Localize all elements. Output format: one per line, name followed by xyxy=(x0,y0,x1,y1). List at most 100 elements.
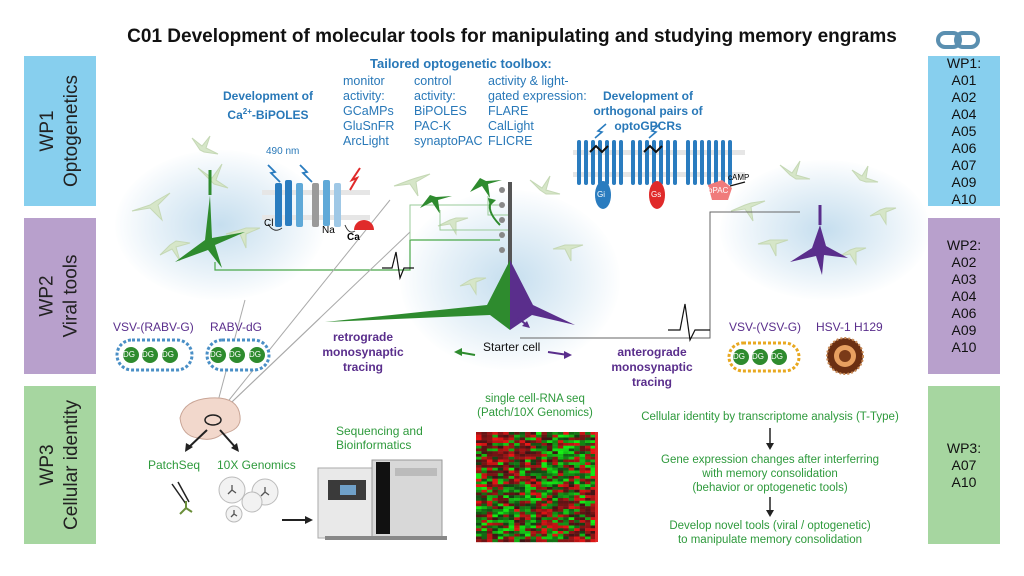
heatmap-cell xyxy=(568,517,575,521)
heatmap-cell xyxy=(574,473,580,477)
heatmap-cell xyxy=(481,476,488,479)
heatmap-cell xyxy=(486,440,493,444)
heatmap-cell xyxy=(541,434,548,438)
heatmap-cell xyxy=(536,454,542,457)
heatmap-cell xyxy=(590,454,597,457)
heatmap-cell xyxy=(552,440,559,444)
heatmap-cell xyxy=(486,467,493,471)
heatmap-cell xyxy=(519,514,526,518)
heatmap-cell xyxy=(497,432,504,435)
heatmap-cell xyxy=(568,440,575,444)
heatmap-cell xyxy=(525,525,531,529)
wavelength-label: 490 nm xyxy=(266,146,300,157)
heatmap-cell xyxy=(536,476,542,479)
heatmap-cell xyxy=(476,440,482,444)
heatmap-cell xyxy=(590,456,597,460)
heatmap-cell xyxy=(519,520,526,523)
heatmap-cell xyxy=(590,528,597,532)
heatmap-cell xyxy=(563,495,569,499)
heatmap-cell xyxy=(481,528,488,532)
heatmap-cell xyxy=(476,536,482,540)
heatmap-cell xyxy=(508,459,515,463)
heatmap-cell xyxy=(574,456,580,460)
heatmap-cell xyxy=(568,451,575,455)
heatmap-cell xyxy=(568,432,575,435)
heatmap-cell xyxy=(536,509,542,512)
heatmap-cell xyxy=(508,487,515,490)
heatmap-cell xyxy=(563,498,569,501)
heatmap-cell xyxy=(557,478,564,482)
heatmap-cell xyxy=(503,489,509,493)
heatmap-cell xyxy=(476,456,482,460)
rabv-dg-label: RABV-dG xyxy=(210,320,263,334)
heatmap-cell xyxy=(519,432,526,435)
heatmap-cell xyxy=(525,531,531,534)
heatmap-cell xyxy=(536,503,542,507)
heatmap-cell xyxy=(486,445,493,449)
heatmap-cell xyxy=(536,531,542,534)
heatmap-cell xyxy=(486,539,493,543)
heatmap-cell xyxy=(497,448,504,452)
wp3-item: A07 xyxy=(951,456,977,473)
heatmap-cell xyxy=(585,448,591,452)
heatmap-cell xyxy=(541,445,548,449)
heatmap-cell xyxy=(579,445,586,449)
heatmap-cell xyxy=(486,465,493,468)
heatmap-cell xyxy=(486,522,493,526)
heatmap-cell xyxy=(590,492,597,496)
heatmap-cell xyxy=(476,517,482,521)
heatmap-cell xyxy=(492,454,499,457)
heatmap-cell xyxy=(574,484,580,488)
heatmap-cell xyxy=(590,476,597,479)
vsv-vsvg-label: VSV-(VSV-G) xyxy=(729,320,802,334)
heatmap-cell xyxy=(541,500,548,504)
heatmap-cell xyxy=(530,473,537,477)
heatmap-cell xyxy=(552,498,559,501)
heatmap-cell xyxy=(557,440,564,444)
heatmap-cell xyxy=(585,528,591,532)
heatmap-cell xyxy=(486,451,493,455)
heatmap-cell xyxy=(530,465,537,468)
heatmap-cell xyxy=(579,514,586,518)
wp1-item: A01 xyxy=(951,71,977,88)
heatmap-cell xyxy=(552,481,559,485)
heatmap-cell xyxy=(536,459,542,463)
heatmap-cell xyxy=(536,498,542,501)
heatmap-cell xyxy=(563,487,569,490)
heatmap-cell xyxy=(552,514,559,518)
heatmap-cell xyxy=(503,454,509,457)
heatmap-cell xyxy=(585,495,591,499)
heatmap-cell xyxy=(525,454,531,457)
heatmap-cell xyxy=(563,536,569,540)
heatmap-cell xyxy=(546,489,553,493)
heatmap-cell xyxy=(536,522,542,526)
heatmap-cell xyxy=(585,454,591,457)
heatmap-cell xyxy=(486,476,493,479)
heatmap-cell xyxy=(525,432,531,435)
heatmap-cell xyxy=(476,445,482,449)
heatmap-cell xyxy=(574,511,580,515)
heatmap-cell xyxy=(579,465,586,468)
heatmap-cell xyxy=(486,506,493,510)
heatmap-scale-bar xyxy=(595,432,598,542)
heatmap-cell xyxy=(476,495,482,499)
heatmap-cell xyxy=(497,514,504,518)
heatmap-cell xyxy=(486,437,493,441)
heatmap-cell xyxy=(536,456,542,460)
pale-neuron-icon xyxy=(437,217,469,236)
heatmap-cell xyxy=(497,443,504,446)
heatmap-cell xyxy=(590,451,597,455)
heatmap-cell xyxy=(486,470,493,474)
heatmap-cell xyxy=(568,448,575,452)
heatmap-cell xyxy=(536,443,542,446)
heatmap-cell xyxy=(514,511,520,515)
pale-neuron-icon xyxy=(225,227,261,249)
heatmap-cell xyxy=(585,525,591,529)
heatmap-cell xyxy=(497,506,504,510)
heatmap-cell xyxy=(530,506,537,510)
heatmap-cell xyxy=(530,443,537,446)
heatmap-cell xyxy=(492,437,499,441)
heatmap-cell xyxy=(481,467,488,471)
heatmap-cell xyxy=(541,437,548,441)
heatmap-cell xyxy=(519,528,526,532)
